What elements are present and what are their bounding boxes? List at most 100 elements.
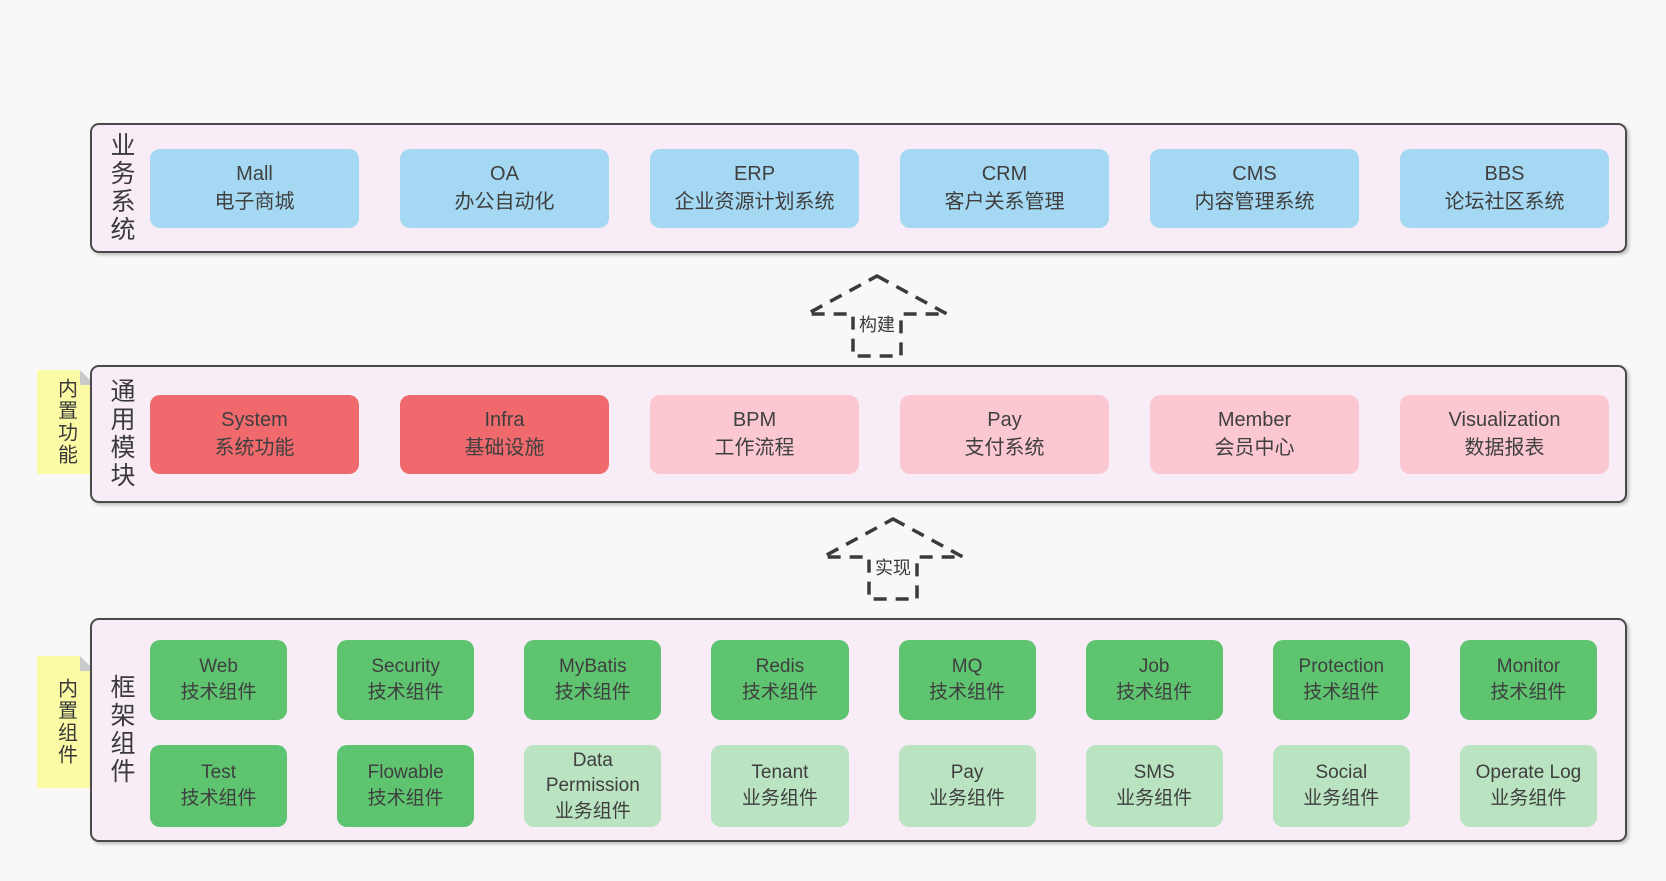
arrow-up-build: 构建 xyxy=(805,274,949,358)
box-infra: Infra 基础设施 xyxy=(400,394,609,474)
box-title: Flowable xyxy=(367,762,444,784)
box-title: BBS xyxy=(1484,162,1525,185)
box-social: Social 业务组件 xyxy=(1272,745,1410,827)
box-erp: ERP 企业资源计划系统 xyxy=(650,148,859,228)
box-bpm: BPM 工作流程 xyxy=(650,394,859,474)
box-subtitle: 办公自动化 xyxy=(454,191,555,213)
box-subtitle: 技术组件 xyxy=(741,682,818,703)
box-security: Security 技术组件 xyxy=(337,640,475,720)
arrow-label: 实现 xyxy=(872,553,914,581)
box-subtitle: 电子商城 xyxy=(214,191,295,213)
box-subtitle: 业务组件 xyxy=(1116,788,1193,809)
box-subtitle: 基础设施 xyxy=(464,437,545,459)
box-pay: Pay 支付系统 xyxy=(900,394,1109,474)
box-title: Visualization xyxy=(1448,408,1561,431)
box-pay-biz: Pay 业务组件 xyxy=(898,745,1036,827)
box-subtitle: 技术组件 xyxy=(1490,682,1567,703)
box-subtitle: 业务组件 xyxy=(1490,788,1567,809)
box-subtitle: 技术组件 xyxy=(180,682,257,703)
box-subtitle: 内容管理系统 xyxy=(1194,191,1315,213)
sticky-note-builtin-functions: 内置功能 xyxy=(37,370,95,474)
layer-framework-components: 框架组件 Web 技术组件 Security 技术组件 MyBatis 技术组件… xyxy=(90,618,1627,842)
box-title: Job xyxy=(1138,656,1170,678)
box-subtitle: 业务组件 xyxy=(1303,788,1380,809)
box-title: Infra xyxy=(484,408,525,431)
modules-box-row: System 系统功能 Infra 基础设施 BPM 工作流程 Pay 支付系统… xyxy=(150,367,1609,501)
box-tenant: Tenant 业务组件 xyxy=(711,745,849,827)
box-subtitle: 业务组件 xyxy=(741,788,818,809)
box-subtitle: 客户关系管理 xyxy=(944,191,1065,213)
box-subtitle: 业务组件 xyxy=(929,788,1006,809)
box-title: Data Permission xyxy=(545,749,640,797)
arrow-up-icon xyxy=(806,274,948,358)
box-title: Monitor xyxy=(1496,656,1561,678)
box-cms: CMS 内容管理系统 xyxy=(1150,148,1359,228)
layer-label-components: 框架组件 xyxy=(107,674,135,786)
box-title: Web xyxy=(199,656,238,678)
box-title: Social xyxy=(1315,762,1368,784)
box-job: Job 技术组件 xyxy=(1085,640,1223,720)
box-protection: Protection 技术组件 xyxy=(1272,640,1410,720)
arrow-up-implement: 实现 xyxy=(821,517,965,601)
box-subtitle: 技术组件 xyxy=(367,788,444,809)
box-test: Test 技术组件 xyxy=(150,745,288,827)
business-box-row: Mall 电子商城 OA 办公自动化 ERP 企业资源计划系统 CRM 客户关系… xyxy=(150,125,1609,251)
box-subtitle: 业务组件 xyxy=(554,800,631,822)
box-subtitle: 数据报表 xyxy=(1464,437,1545,459)
arrow-up-icon xyxy=(822,517,964,601)
box-mq: MQ 技术组件 xyxy=(898,640,1036,720)
box-title: Operate Log xyxy=(1475,762,1582,784)
box-monitor: Monitor 技术组件 xyxy=(1459,640,1597,720)
box-title: Protection xyxy=(1298,656,1385,678)
box-title: MQ xyxy=(951,656,983,678)
box-mall: Mall 电子商城 xyxy=(150,148,359,228)
sticky-note-builtin-components: 内置组件 xyxy=(37,656,95,788)
box-title: Pay xyxy=(987,408,1022,431)
box-title: MyBatis xyxy=(559,656,627,678)
box-sms: SMS 业务组件 xyxy=(1085,745,1223,827)
box-title: SMS xyxy=(1133,762,1175,784)
box-title: Redis xyxy=(755,656,805,678)
box-operate-log: Operate Log 业务组件 xyxy=(1459,745,1597,827)
layer-business-systems: 业务系统 Mall 电子商城 OA 办公自动化 ERP 企业资源计划系统 CRM… xyxy=(90,123,1627,253)
arrow-label: 构建 xyxy=(856,310,898,338)
box-mybatis: MyBatis 技术组件 xyxy=(524,640,662,720)
box-subtitle: 技术组件 xyxy=(1303,682,1380,703)
box-title: Member xyxy=(1217,408,1292,431)
box-flowable: Flowable 技术组件 xyxy=(337,745,475,827)
box-title: CRM xyxy=(981,162,1028,185)
box-crm: CRM 客户关系管理 xyxy=(900,148,1109,228)
box-title: Security xyxy=(371,656,440,678)
layer-label-business: 业务系统 xyxy=(107,132,135,244)
box-subtitle: 会员中心 xyxy=(1214,437,1295,459)
box-title: CMS xyxy=(1232,162,1277,185)
layer-common-modules: 通用模块 System 系统功能 Infra 基础设施 BPM 工作流程 Pay… xyxy=(90,365,1627,503)
box-oa: OA 办公自动化 xyxy=(400,148,609,228)
box-title: Pay xyxy=(950,762,984,784)
box-title: OA xyxy=(490,162,519,185)
box-system: System 系统功能 xyxy=(150,394,359,474)
box-subtitle: 技术组件 xyxy=(180,788,257,809)
box-web: Web 技术组件 xyxy=(150,640,288,720)
box-subtitle: 工作流程 xyxy=(714,437,795,459)
box-title: System xyxy=(221,408,288,431)
box-member: Member 会员中心 xyxy=(1150,394,1359,474)
box-title: BPM xyxy=(732,408,777,431)
box-subtitle: 技术组件 xyxy=(554,682,631,703)
box-visualization: Visualization 数据报表 xyxy=(1400,394,1609,474)
layer-label-modules: 通用模块 xyxy=(107,378,135,490)
box-data-permission: Data Permission 业务组件 xyxy=(524,745,662,827)
box-subtitle: 系统功能 xyxy=(214,437,295,459)
box-title: Tenant xyxy=(751,762,809,784)
box-bbs: BBS 论坛社区系统 xyxy=(1400,148,1609,228)
box-title: ERP xyxy=(733,162,776,185)
box-subtitle: 技术组件 xyxy=(1116,682,1193,703)
box-subtitle: 论坛社区系统 xyxy=(1444,191,1565,213)
box-title: Test xyxy=(201,762,236,784)
box-subtitle: 技术组件 xyxy=(367,682,444,703)
box-title: Mall xyxy=(236,162,273,185)
box-subtitle: 技术组件 xyxy=(929,682,1006,703)
box-subtitle: 企业资源计划系统 xyxy=(674,191,835,213)
components-row-1: Web 技术组件 Security 技术组件 MyBatis 技术组件 Redi… xyxy=(150,640,1597,720)
